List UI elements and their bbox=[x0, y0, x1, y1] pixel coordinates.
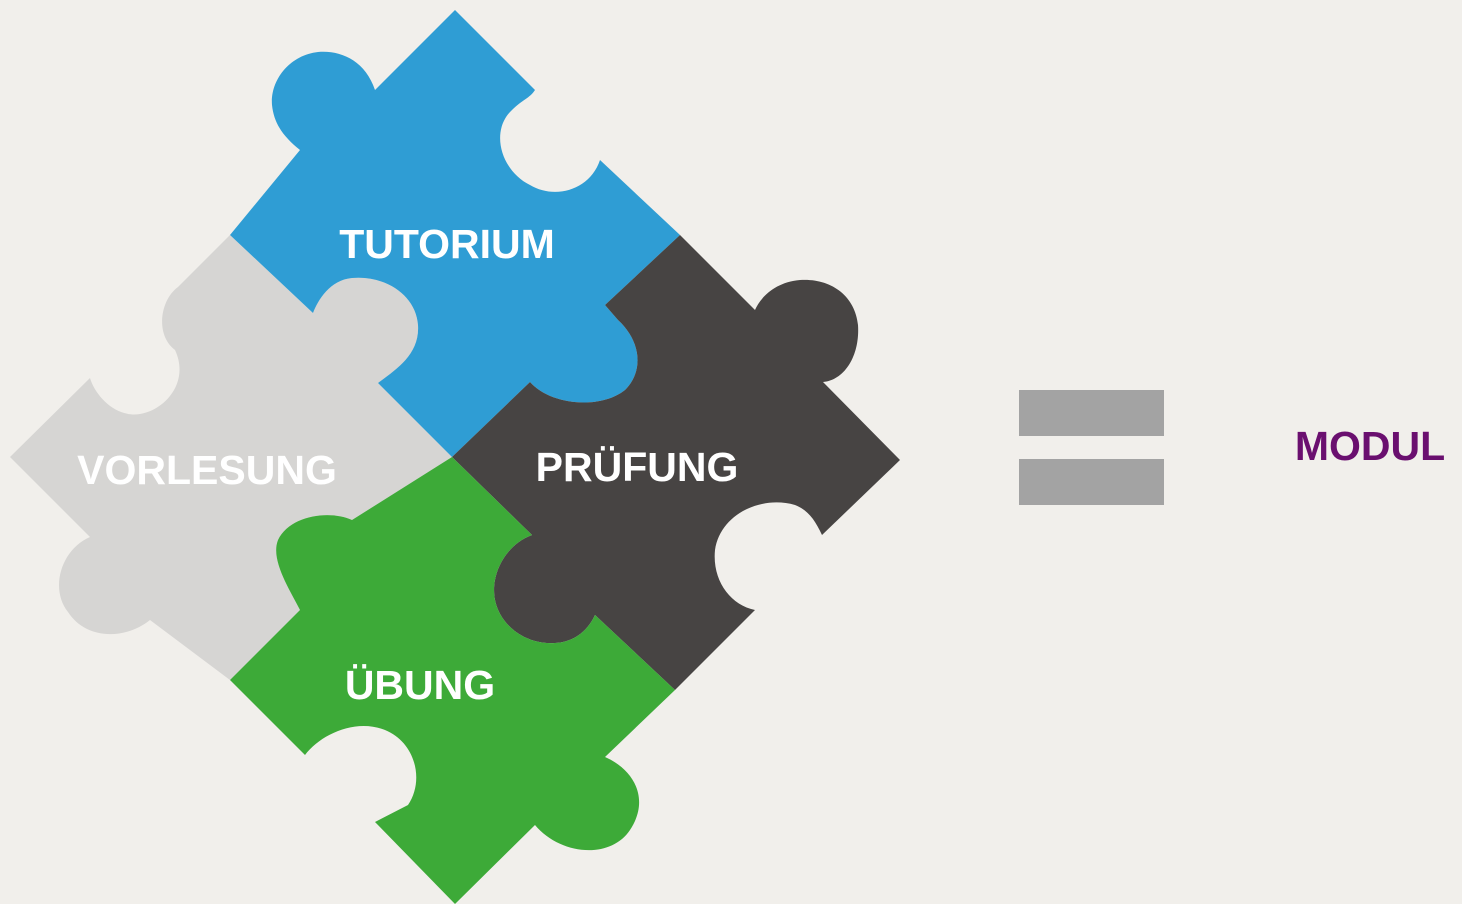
puzzle-piece-uebung bbox=[230, 457, 675, 904]
equals-bar-top bbox=[1019, 390, 1164, 436]
piece-label-vorlesung: VORLESUNG bbox=[77, 447, 337, 493]
puzzle-piece-pruefung bbox=[452, 235, 900, 690]
equals-sign-icon bbox=[1019, 390, 1164, 505]
piece-label-uebung: ÜBUNG bbox=[345, 662, 495, 708]
piece-label-pruefung: PRÜFUNG bbox=[536, 444, 739, 490]
result-label: MODUL bbox=[1295, 423, 1445, 469]
puzzle-piece-vorlesung bbox=[10, 235, 452, 680]
piece-label-tutorium: TUTORIUM bbox=[339, 221, 555, 267]
puzzle-piece-tutorium bbox=[230, 10, 680, 457]
equals-bar-bottom bbox=[1019, 459, 1164, 505]
